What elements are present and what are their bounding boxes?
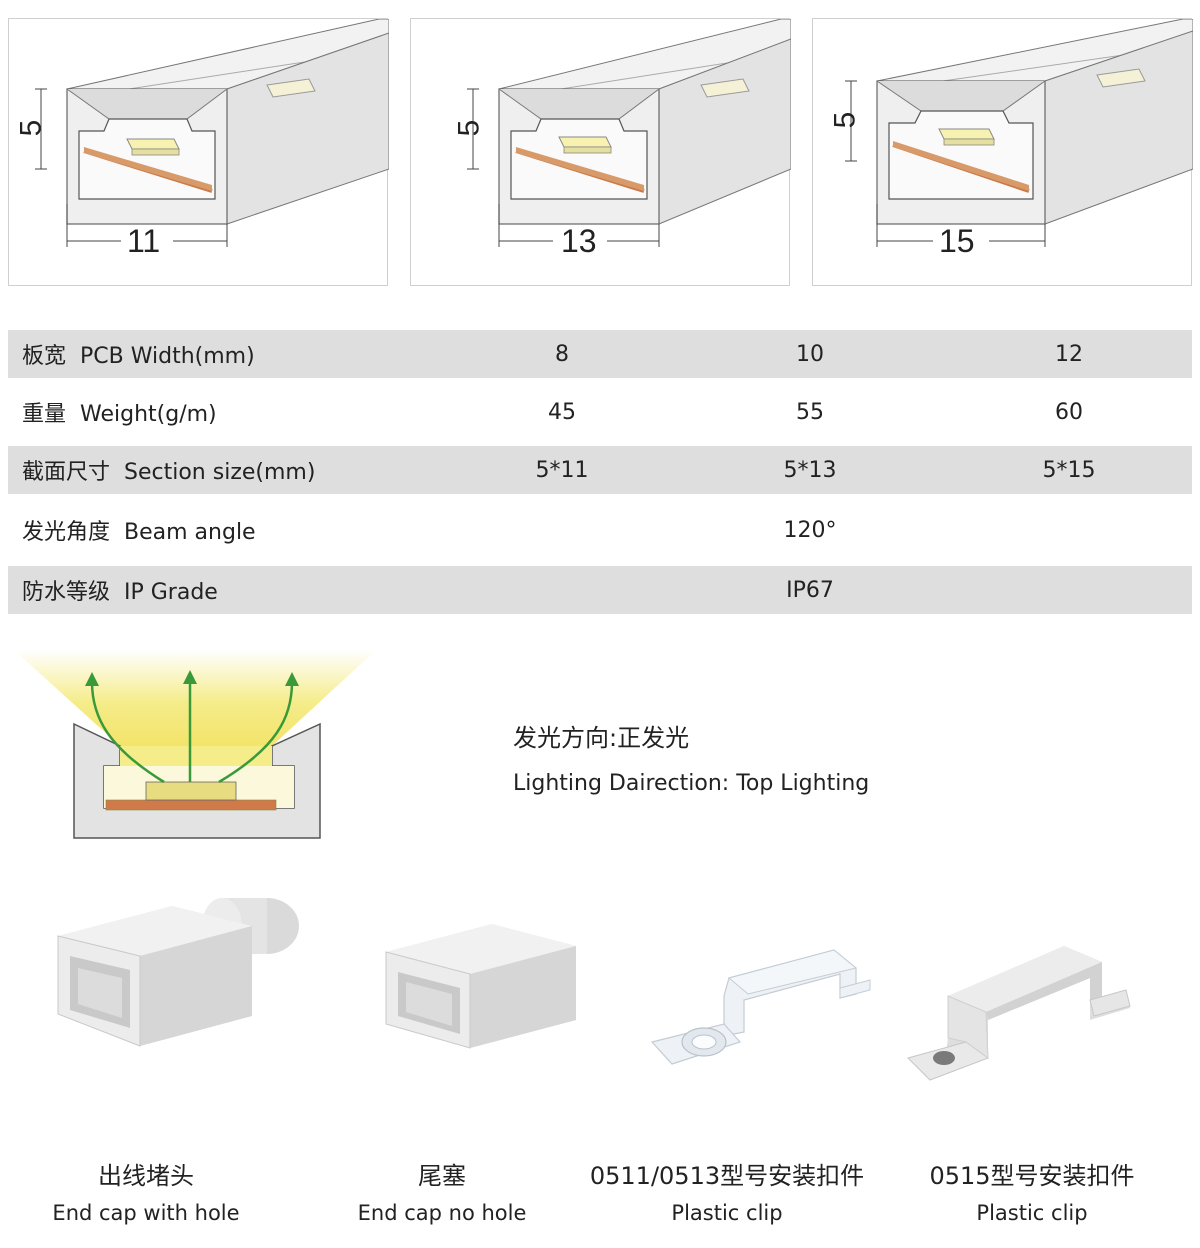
- spec-label: 板宽 PCB Width(mm): [22, 338, 255, 370]
- spec-value: 5*11: [535, 457, 589, 483]
- spec-value: 12: [1055, 341, 1083, 367]
- spec-value: 60: [1055, 399, 1083, 425]
- end-cap-no-hole-image: [385, 924, 576, 1049]
- spec-row-ip-grade: 防水等级 IP Grade IP67: [8, 566, 1192, 614]
- spec-label-en: PCB Width(mm): [80, 344, 255, 369]
- spec-value: 5*13: [783, 457, 837, 483]
- profile-11-drawing: [35, 19, 389, 247]
- accessory-name-en: Plastic clip: [976, 1201, 1088, 1225]
- plastic-clip-white-image: [907, 946, 1131, 1081]
- spec-value: 55: [796, 399, 824, 425]
- spec-row-beam-angle: 发光角度 Beam angle 120°: [8, 494, 1192, 566]
- profile-13-width-label: 13: [561, 223, 597, 259]
- end-cap-with-hole-image: [57, 898, 299, 1047]
- spec-label: 发光角度 Beam angle: [22, 514, 256, 546]
- accessory-name-en: End cap with hole: [52, 1201, 240, 1225]
- spec-label-zh: 板宽: [22, 344, 67, 369]
- spec-row-weight: 重量 Weight(g/m) 45 55 60: [8, 378, 1192, 446]
- spec-value: 120°: [783, 517, 837, 543]
- accessory-name-en: End cap no hole: [357, 1201, 527, 1225]
- profile-15-drawing: [845, 19, 1193, 247]
- profile-15-height-label: 5: [828, 111, 862, 129]
- plastic-clip-transparent-image: [650, 949, 871, 1065]
- spec-row-pcb-width: 板宽 PCB Width(mm) 8 10 12: [8, 330, 1192, 378]
- profile-13-drawing: [467, 19, 791, 247]
- spec-value: 10: [796, 341, 824, 367]
- spec-label-zh: 防水等级: [22, 580, 111, 605]
- profile-15: 5 15: [812, 18, 1193, 286]
- spec-label: 截面尺寸 Section size(mm): [22, 454, 315, 486]
- spec-label-en: Weight(g/m): [80, 402, 217, 427]
- spec-label-en: Beam angle: [124, 520, 256, 545]
- spec-label-zh: 发光角度: [22, 520, 111, 545]
- spec-value: IP67: [786, 577, 834, 603]
- accessory-end-cap-no-hole: 尾塞 End cap no hole: [292, 1156, 592, 1225]
- profile-11-width-label: 11: [127, 223, 161, 259]
- profile-11-height-label: 5: [14, 119, 48, 137]
- lighting-direction-text: 发光方向:正发光 Lighting Dairection: Top Lighti…: [513, 718, 869, 796]
- spec-label-en: Section size(mm): [124, 460, 316, 485]
- spec-label: 防水等级 IP Grade: [22, 574, 218, 606]
- profile-13: 5 13: [410, 18, 791, 286]
- spec-row-section-size: 截面尺寸 Section size(mm) 5*11 5*13 5*15: [8, 446, 1192, 494]
- spec-value: 8: [555, 341, 569, 367]
- profile-13-height-label: 5: [452, 119, 486, 137]
- accessory-name-zh: 0511/0513型号安装扣件: [589, 1162, 865, 1190]
- accessory-plastic-clip-0511-0513: 0511/0513型号安装扣件 Plastic clip: [577, 1156, 877, 1225]
- spec-label: 重量 Weight(g/m): [22, 396, 217, 428]
- accessory-name-en: Plastic clip: [671, 1201, 783, 1225]
- accessory-name-zh: 出线堵头: [98, 1162, 194, 1190]
- accessory-name-zh: 0515型号安装扣件: [929, 1162, 1135, 1190]
- spec-label-zh: 重量: [22, 402, 67, 427]
- accessory-plastic-clip-0515: 0515型号安装扣件 Plastic clip: [882, 1156, 1182, 1225]
- spec-label-zh: 截面尺寸: [22, 460, 111, 485]
- profile-15-width-label: 15: [939, 223, 975, 259]
- lighting-direction-zh: 发光方向:正发光: [513, 724, 690, 752]
- profile-11: 5 11: [8, 18, 389, 286]
- accessory-name-zh: 尾塞: [418, 1162, 466, 1190]
- spec-value: 5*15: [1042, 457, 1096, 483]
- spec-value: 45: [548, 399, 576, 425]
- lighting-direction-diagram: [14, 650, 376, 839]
- lighting-direction-en: Lighting Dairection: Top Lighting: [513, 771, 870, 796]
- accessory-end-cap-with-hole: 出线堵头 End cap with hole: [0, 1156, 296, 1225]
- spec-table: 板宽 PCB Width(mm) 8 10 12 重量 Weight(g/m) 45…: [8, 330, 1192, 614]
- spec-label-en: IP Grade: [124, 580, 218, 605]
